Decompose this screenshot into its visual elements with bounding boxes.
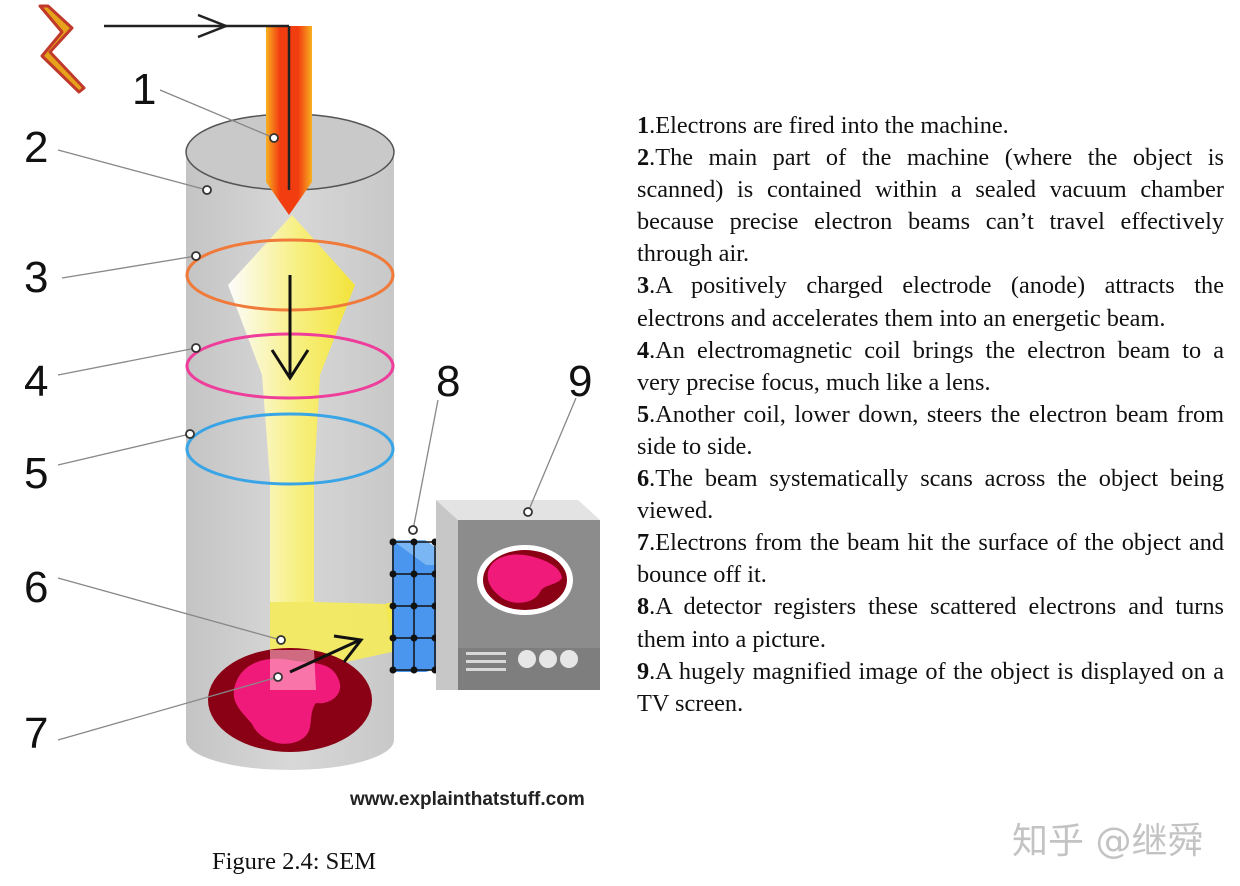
item-text: .The beam systematically scans across th… [637, 465, 1224, 525]
item-number: 8 [637, 593, 650, 621]
description-item: 7.Electrons from the beam hit the surfac… [637, 527, 1224, 591]
item-number: 1 [637, 112, 650, 139]
description-item: 8.A detector registers these scattered e… [637, 591, 1224, 655]
description-item: 1.Electrons are fired into the machine. [637, 110, 1224, 142]
label-1: 1 [132, 65, 156, 114]
label-4: 4 [24, 357, 48, 406]
item-text: .A detector registers these scattered el… [637, 593, 1224, 653]
label-7: 7 [24, 709, 48, 758]
item-text: .Electrons from the beam hit the surface… [637, 529, 1224, 589]
tv-monitor [436, 500, 600, 690]
label-3: 3 [24, 253, 48, 302]
label-5: 5 [24, 449, 48, 498]
leader-lines [57, 89, 577, 741]
specimen-object [208, 648, 372, 752]
sem-diagram: 1 2 3 4 5 6 7 8 9 www.explainthatstuff.c… [24, 4, 600, 810]
label-8: 8 [436, 357, 460, 406]
label-6: 6 [24, 563, 48, 612]
item-number: 6 [637, 465, 650, 493]
item-text: .A hugely magnified image of the object … [637, 657, 1224, 717]
item-number: 2 [637, 144, 650, 172]
input-arrow-icon [104, 13, 289, 39]
marker-dots [185, 133, 533, 682]
item-text: .An electromagnetic coil brings the elec… [637, 336, 1224, 396]
scatter-arrow-icon [289, 634, 364, 674]
description-list: 1.Electrons are fired into the machine. … [637, 110, 1224, 720]
scan-coil [185, 412, 395, 486]
figure-caption: Figure 2.4: SEM [212, 848, 377, 875]
item-number: 7 [637, 529, 650, 557]
label-9: 9 [568, 357, 592, 406]
description-item: 4.An electromagnetic coil brings the ele… [637, 335, 1224, 399]
source-credit: www.explainthatstuff.com [349, 789, 585, 810]
description-item: 3.A positively charged electrode (anode)… [637, 270, 1224, 334]
item-text: .Another coil, lower down, steers the el… [637, 400, 1224, 460]
item-text: .A positively charged electrode (anode) … [637, 272, 1224, 332]
item-text: .The main part of the machine (where the… [637, 144, 1224, 268]
description-item: 9.A hugely magnified image of the object… [637, 656, 1224, 720]
electron-gun [266, 26, 312, 215]
item-number: 9 [637, 657, 650, 685]
description-item: 6.The beam systematically scans across t… [637, 463, 1224, 527]
item-number: 4 [637, 336, 650, 364]
item-number: 3 [637, 272, 650, 300]
description-item: 5.Another coil, lower down, steers the e… [637, 399, 1224, 463]
item-text: .Electrons are fired into the machine. [649, 112, 1009, 139]
label-2: 2 [24, 123, 48, 172]
lightning-bolt-icon [38, 4, 86, 94]
down-arrow-icon [270, 275, 310, 381]
item-number: 5 [637, 400, 650, 428]
watermark: 知乎 @继舜 [1012, 821, 1204, 862]
description-item: 2.The main part of the machine (where th… [637, 142, 1224, 270]
